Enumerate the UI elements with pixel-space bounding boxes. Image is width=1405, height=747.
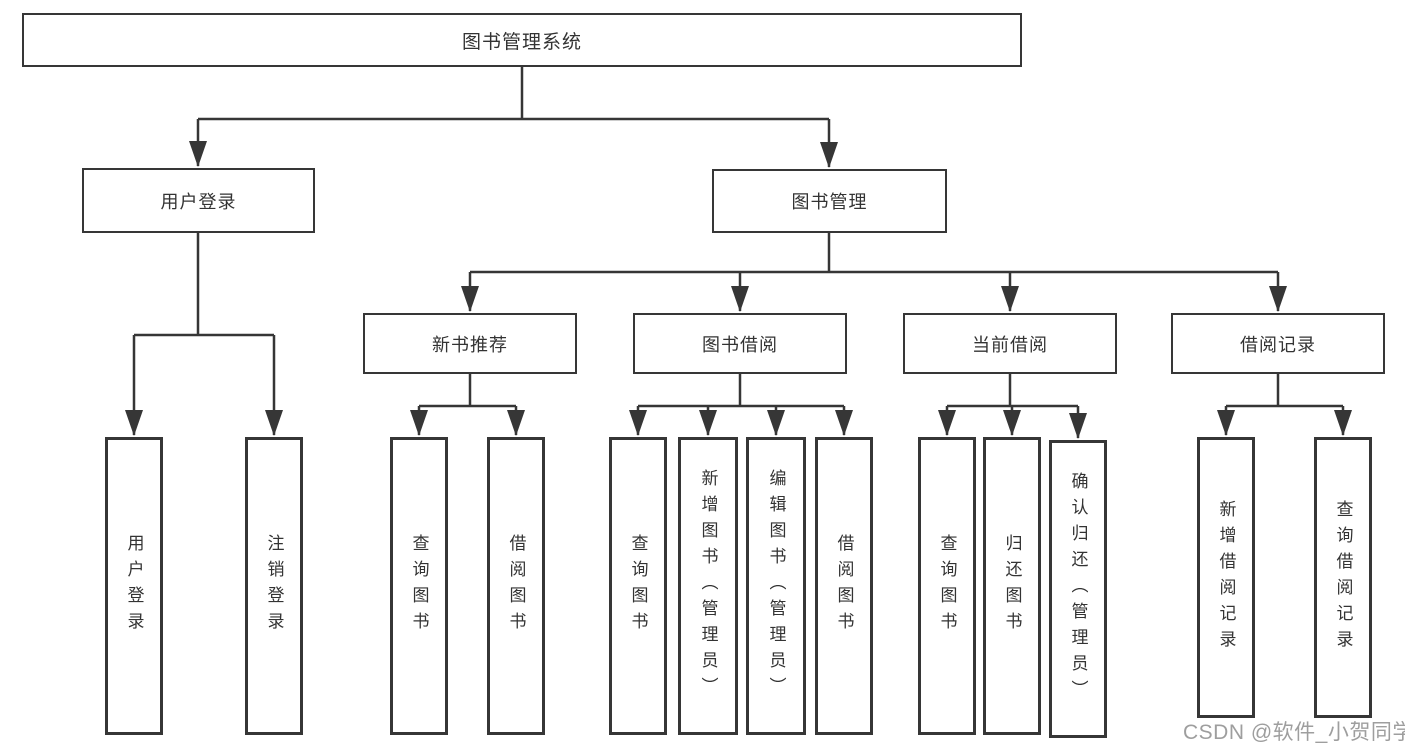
leaf-borrow-books: 借阅图书 bbox=[815, 437, 873, 735]
node-label: 新书推荐 bbox=[432, 334, 508, 355]
node-label: 图书管理 bbox=[791, 192, 868, 212]
node-label: 图书管理系统 bbox=[461, 31, 582, 53]
leaf-label: 查询借阅记录 bbox=[1333, 499, 1353, 656]
leaf-query-borrow-record: 查询借阅记录 bbox=[1314, 437, 1372, 718]
leaf-label: 借阅图书 bbox=[834, 534, 854, 638]
node-book-borrow: 图书借阅 bbox=[633, 313, 847, 374]
leaf-label: 借阅图书 bbox=[506, 534, 526, 638]
leaf-label: 确认归还（管理员） bbox=[1068, 472, 1088, 706]
node-label: 用户登录 bbox=[160, 191, 237, 212]
node-library-management-system: 图书管理系统 bbox=[22, 13, 1022, 67]
leaf-recommend-query-books: 查询图书 bbox=[390, 437, 448, 735]
node-new-book-recommend: 新书推荐 bbox=[363, 313, 577, 374]
leaf-label: 新增借阅记录 bbox=[1216, 499, 1236, 656]
leaf-add-books-admin: 新增图书（管理员） bbox=[678, 437, 738, 735]
leaf-edit-books-admin: 编辑图书（管理员） bbox=[746, 437, 806, 735]
leaf-logout: 注销登录 bbox=[245, 437, 303, 735]
leaf-confirm-return-admin: 确认归还（管理员） bbox=[1049, 440, 1107, 738]
leaf-label: 用户登录 bbox=[124, 534, 144, 638]
node-current-borrow: 当前借阅 bbox=[903, 313, 1117, 374]
node-user-login-group: 用户登录 bbox=[82, 168, 315, 233]
leaf-label: 新增图书（管理员） bbox=[698, 469, 718, 703]
leaf-add-borrow-record: 新增借阅记录 bbox=[1197, 437, 1255, 718]
leaf-recommend-borrow-books: 借阅图书 bbox=[487, 437, 545, 735]
leaf-borrow-query-books: 查询图书 bbox=[609, 437, 667, 735]
leaf-return-books: 归还图书 bbox=[983, 437, 1041, 735]
leaf-label: 查询图书 bbox=[409, 534, 429, 638]
leaf-current-query-books: 查询图书 bbox=[918, 437, 976, 735]
leaf-label: 归还图书 bbox=[1002, 534, 1022, 638]
node-borrow-records: 借阅记录 bbox=[1171, 313, 1385, 374]
leaf-label: 注销登录 bbox=[264, 534, 284, 638]
node-label: 图书借阅 bbox=[702, 334, 778, 355]
leaf-label: 编辑图书（管理员） bbox=[766, 469, 786, 703]
node-label: 借阅记录 bbox=[1240, 334, 1316, 355]
leaf-label: 查询图书 bbox=[628, 534, 648, 638]
leaf-label: 查询图书 bbox=[937, 534, 957, 638]
node-book-management-group: 图书管理 bbox=[712, 169, 947, 233]
csdn-watermark: CSDN @软件_小贺同学 bbox=[1183, 721, 1405, 744]
node-label: 当前借阅 bbox=[972, 334, 1048, 355]
leaf-user-login: 用户登录 bbox=[105, 437, 163, 735]
